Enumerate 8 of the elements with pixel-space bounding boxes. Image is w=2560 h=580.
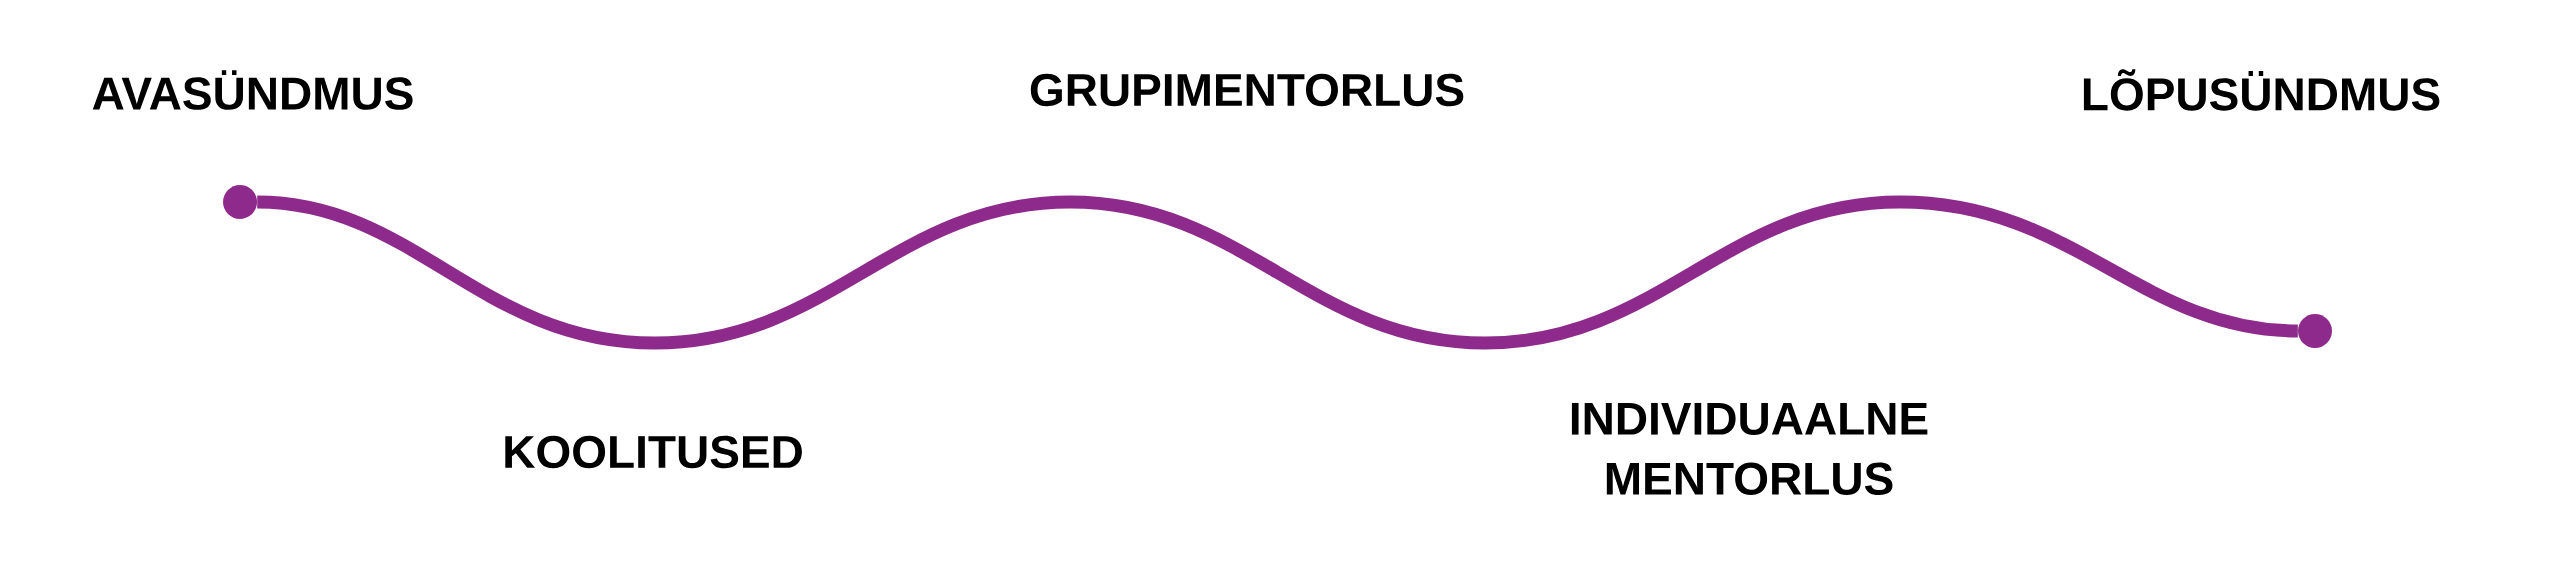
stage-label: GRUPIMENTORLUS [1030, 73, 1464, 107]
stage-label: AVASÜNDMUS [92, 70, 413, 110]
stage-label: KOOLITUSED [505, 435, 802, 469]
stage-label: INDIVIDUAALNE MENTORLUS [1571, 402, 1928, 496]
stage-label: LÕPUSÜNDMUS [2083, 69, 2440, 111]
wavy-timeline [256, 195, 2299, 350]
timeline-dot [223, 185, 257, 219]
timeline-dot [2298, 314, 2332, 348]
